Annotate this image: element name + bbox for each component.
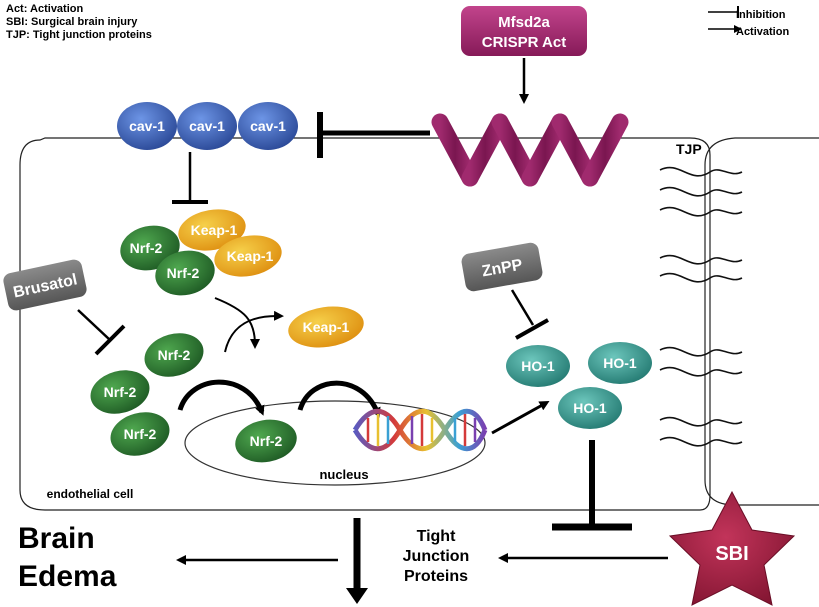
znpp-inhibits-bar [515, 318, 549, 340]
znpp-label: ZnPP [481, 256, 525, 280]
legend-sbi: SBI: Surgical brain injury [6, 16, 138, 28]
legend-act: Act: Activation [6, 3, 84, 15]
tjp-label: TJP [676, 141, 702, 157]
free-nrf2-label-1: Nrf-2 [158, 347, 191, 363]
dna-to-ho1-arrow [491, 401, 550, 435]
nucleus-label: nucleus [319, 467, 368, 482]
free-nrf2-group: Nrf-2 Nrf-2 Nrf-2 [90, 333, 204, 456]
ho1-label-3: HO-1 [573, 400, 607, 416]
ho1-group: HO-1 HO-1 HO-1 [506, 342, 652, 429]
nuclear-nrf2 [235, 419, 297, 463]
tight-junction-line2: Junction [403, 548, 470, 565]
inhibition-key-label: Inhibition [736, 9, 786, 21]
tight-junction-line1: Tight [417, 528, 456, 545]
mfsd2a-label-line1: Mfsd2a [498, 14, 550, 31]
activation-key-arrowhead [734, 25, 742, 33]
mfsd2a-label-line2: CRISPR Act [482, 34, 566, 51]
nuclear-nrf2-label: Nrf-2 [250, 433, 283, 449]
keap1-complex-label-2: Keap-1 [227, 248, 274, 264]
tight-junction-strands [659, 166, 743, 447]
dissociation-arrow-to-keap1 [224, 310, 284, 353]
mfsd2a-transmembrane-protein [431, 113, 629, 187]
sbi-label: SBI [715, 543, 748, 565]
znpp-box [461, 242, 543, 292]
znpp-inhibits-line [510, 289, 535, 326]
sbi-star [668, 490, 796, 606]
nrf2-complex-label-2: Nrf-2 [167, 265, 200, 281]
cav1-label-2: cav-1 [189, 118, 225, 134]
cav1-oval-1 [117, 102, 177, 150]
ho1-label-2: HO-1 [603, 355, 637, 371]
activation-key-label: Activation [736, 26, 790, 38]
cell-downstream-arrow-head [346, 588, 368, 604]
nrf2-keap1-complex: Nrf-2 Keap-1 Nrf-2 Keap-1 [120, 209, 282, 296]
endothelial-cell-label: endothelial cell [47, 487, 134, 501]
brusatol-inhibits-line [77, 309, 111, 341]
brain-edema-line1: Brain [18, 522, 95, 555]
cav1-complex: cav-1 cav-1 cav-1 [117, 102, 298, 150]
free-nrf2-label-2: Nrf-2 [104, 384, 137, 400]
nrf2-to-dna-arrow [297, 380, 381, 418]
free-keap1 [288, 306, 364, 348]
free-nrf2-label-3: Nrf-2 [124, 426, 157, 442]
mfsd2a-box [461, 6, 587, 56]
brusatol-box [3, 259, 87, 311]
nrf2-translocation-arrow [177, 379, 265, 416]
dissociation-arrow-to-nrf2 [214, 297, 260, 349]
cav1-label-3: cav-1 [250, 118, 286, 134]
symbol-key-graphics [708, 6, 742, 33]
endothelial-cell-outline [19, 137, 711, 511]
brain-edema-line2: Edema [18, 560, 117, 593]
cav1-oval-2 [177, 102, 237, 150]
nrf2-complex-label-1: Nrf-2 [130, 240, 163, 256]
keap1-complex-label-1: Keap-1 [191, 222, 238, 238]
ho1-label-1: HO-1 [521, 358, 555, 374]
cav1-oval-3 [238, 102, 298, 150]
symbol-key: Inhibition Activation [708, 6, 790, 39]
free-keap1-label: Keap-1 [303, 319, 350, 335]
legend-tjp: TJP: Tight junction proteins [6, 29, 152, 41]
tight-junction-line3: Proteins [404, 568, 468, 585]
nucleus-outline [184, 400, 486, 486]
cav1-label-1: cav-1 [129, 118, 165, 134]
brusatol-inhibits-bar [94, 324, 126, 356]
adjacent-cell-outline [704, 137, 819, 506]
abbreviation-legend: Act: Activation SBI: Surgical brain inju… [6, 3, 152, 42]
dna-helix-icon [352, 408, 488, 452]
